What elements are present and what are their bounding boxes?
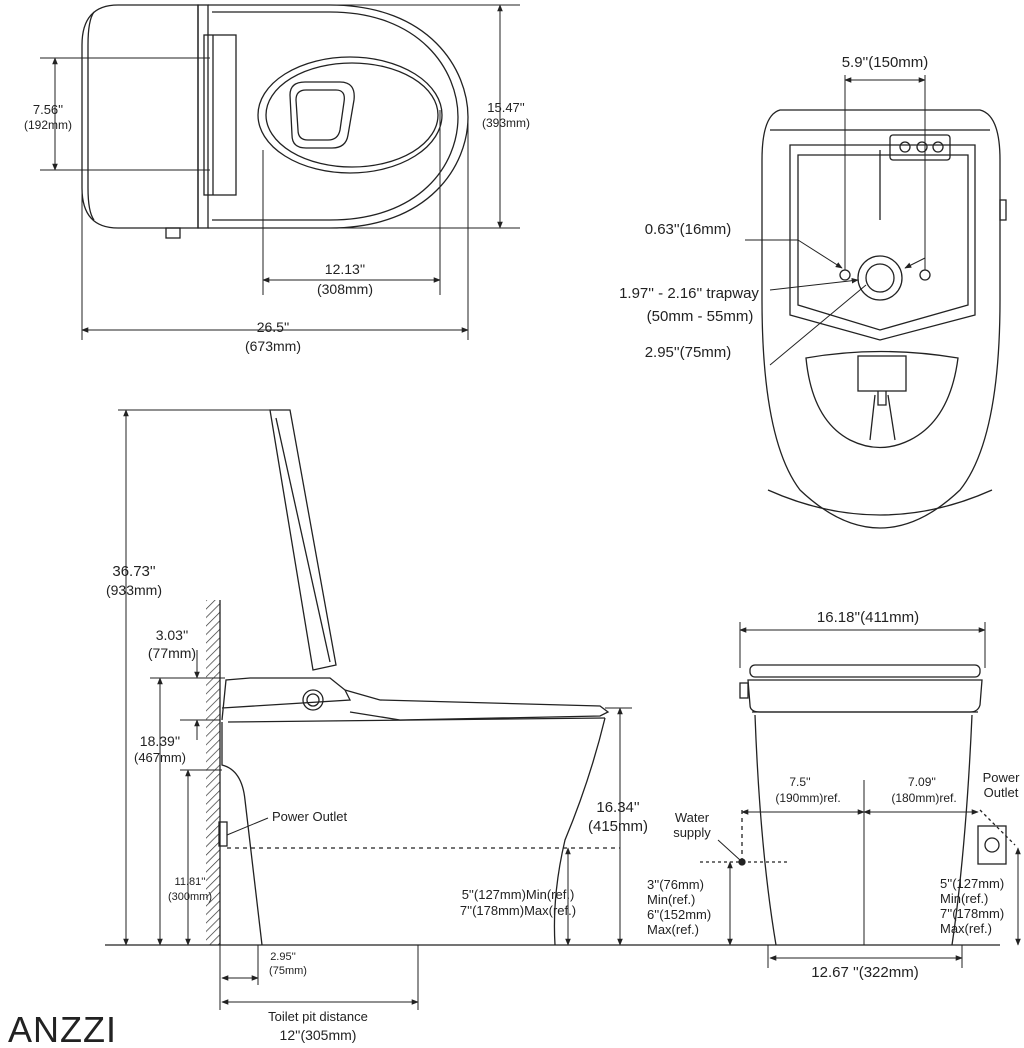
outlet-offset-mm-label: (180mm)ref. bbox=[891, 791, 956, 805]
water-supply-label-line1: Water bbox=[675, 810, 710, 825]
front-view-seat-top bbox=[749, 664, 981, 678]
outlet-height-mm-label: (300mm) bbox=[168, 891, 212, 903]
wall-gap-in-label: 3.03'' bbox=[156, 627, 189, 643]
outlet-height-line1: 5''(127mm) bbox=[940, 876, 1004, 891]
front-power-label-line2: Outlet bbox=[984, 785, 1019, 800]
water-inlet-right bbox=[919, 269, 931, 281]
supply-max-label: 7''(178mm)Max(ref.) bbox=[460, 903, 576, 918]
front-view bbox=[700, 664, 1016, 946]
supply-min-label: 5''(127mm)Min(ref.) bbox=[462, 887, 575, 902]
seat-depth-mm-label: (192mm) bbox=[24, 118, 72, 132]
top-view-connector bbox=[165, 227, 181, 239]
bowl-length-mm-label: (308mm) bbox=[317, 281, 373, 297]
water-supply-point bbox=[738, 858, 746, 866]
outlet-height-line4: Max(ref.) bbox=[940, 921, 992, 936]
top-view-control-panel bbox=[203, 34, 237, 196]
rim-height-mm-label: (415mm) bbox=[588, 818, 648, 835]
top-view bbox=[81, 4, 469, 239]
total-length-mm-label: (673mm) bbox=[245, 338, 301, 354]
top-view-hinge-panel bbox=[197, 4, 209, 229]
bottom-view-valve-block bbox=[889, 134, 951, 161]
inlet-diameter-label: 0.63''(16mm) bbox=[645, 221, 732, 238]
water-supply-label-line2: supply bbox=[673, 825, 711, 840]
total-length-in-label: 26.5'' bbox=[257, 319, 290, 335]
trapway-outer-circle bbox=[857, 255, 903, 301]
bowl-length-in-label: 12.13'' bbox=[325, 261, 365, 277]
side-view-knob bbox=[302, 689, 324, 711]
seat-depth-in-label: 7.56'' bbox=[33, 102, 63, 117]
trapway-label: 1.97'' - 2.16'' trapway bbox=[619, 285, 759, 302]
seat-top-height-in-label: 18.39'' bbox=[140, 733, 180, 749]
power-outlet-label: Power Outlet bbox=[272, 809, 348, 824]
bottom-view-bowl-opening bbox=[805, 350, 959, 449]
pit-offset-mm-label: (75mm) bbox=[269, 965, 307, 977]
water-height-line2: Min(ref.) bbox=[647, 892, 695, 907]
total-width-in-label: 15.47'' bbox=[487, 100, 525, 115]
total-height-in-label: 36.73'' bbox=[112, 563, 155, 580]
top-view-tank-outline bbox=[81, 4, 199, 229]
front-view-side-knob bbox=[739, 682, 749, 699]
outlet-diameter-label: 2.95''(75mm) bbox=[645, 344, 732, 361]
anzzi-logo: ANZZI bbox=[8, 1009, 117, 1048]
pit-distance-title: Toilet pit distance bbox=[268, 1009, 368, 1024]
bottom-view-base-plate bbox=[789, 144, 976, 341]
bottom-view-dimensions bbox=[745, 75, 926, 366]
front-view-body bbox=[754, 714, 973, 946]
water-height-line4: Max(ref.) bbox=[647, 922, 699, 937]
top-view-dimensions bbox=[40, 4, 520, 340]
trapway-mm-label: (50mm - 55mm) bbox=[647, 308, 754, 325]
front-power-label-line1: Power bbox=[983, 770, 1021, 785]
wall-hatching bbox=[206, 600, 220, 945]
base-width-label: 12.67 ''(322mm) bbox=[811, 964, 918, 981]
water-height-line1: 3''(76mm) bbox=[647, 877, 704, 892]
pit-offset-in-label: 2.95'' bbox=[270, 951, 296, 963]
pit-distance-value: 12''(305mm) bbox=[280, 1027, 357, 1043]
top-view-inner-tank-line bbox=[87, 11, 95, 221]
water-offset-mm-label: (190mm)ref. bbox=[775, 791, 840, 805]
total-width-mm-label: (393mm) bbox=[482, 116, 530, 130]
top-view-seat-inner-outline bbox=[212, 11, 459, 221]
front-view-lid bbox=[747, 679, 983, 713]
top-view-drain bbox=[289, 81, 355, 149]
wall-gap-mm-label: (77mm) bbox=[148, 645, 196, 661]
water-height-line3: 6''(152mm) bbox=[647, 907, 711, 922]
power-outlet-box bbox=[218, 821, 228, 847]
outlet-offset-in-label: 7.09'' bbox=[908, 775, 936, 789]
outlet-height-line3: 7''(178mm) bbox=[940, 906, 1004, 921]
trapway-inner-circle bbox=[865, 263, 895, 293]
front-width-label: 16.18''(411mm) bbox=[817, 609, 919, 626]
side-view-dimensions bbox=[118, 409, 632, 1010]
outlet-height-line2: Min(ref.) bbox=[940, 891, 988, 906]
inlet-spacing-label: 5.9''(150mm) bbox=[842, 54, 929, 71]
bottom-view bbox=[761, 109, 1007, 529]
front-view-dimensions bbox=[717, 622, 1021, 968]
side-view-body bbox=[221, 722, 263, 946]
bottom-view-outline bbox=[761, 109, 1001, 529]
front-power-outlet-box bbox=[977, 825, 1007, 865]
side-view-tank bbox=[221, 677, 352, 721]
outlet-height-in-label: 11.81'' bbox=[175, 876, 206, 888]
rim-height-in-label: 16.34'' bbox=[596, 799, 639, 816]
side-view-seat bbox=[344, 689, 610, 721]
seat-top-height-mm-label: (467mm) bbox=[134, 750, 186, 765]
top-view-bowl bbox=[257, 56, 443, 174]
top-view-seat-outline bbox=[208, 4, 469, 229]
total-height-mm-label: (933mm) bbox=[106, 582, 162, 598]
water-inlet-left bbox=[839, 269, 851, 281]
bottom-view-side-button bbox=[999, 199, 1007, 221]
water-offset-in-label: 7.5'' bbox=[789, 775, 810, 789]
